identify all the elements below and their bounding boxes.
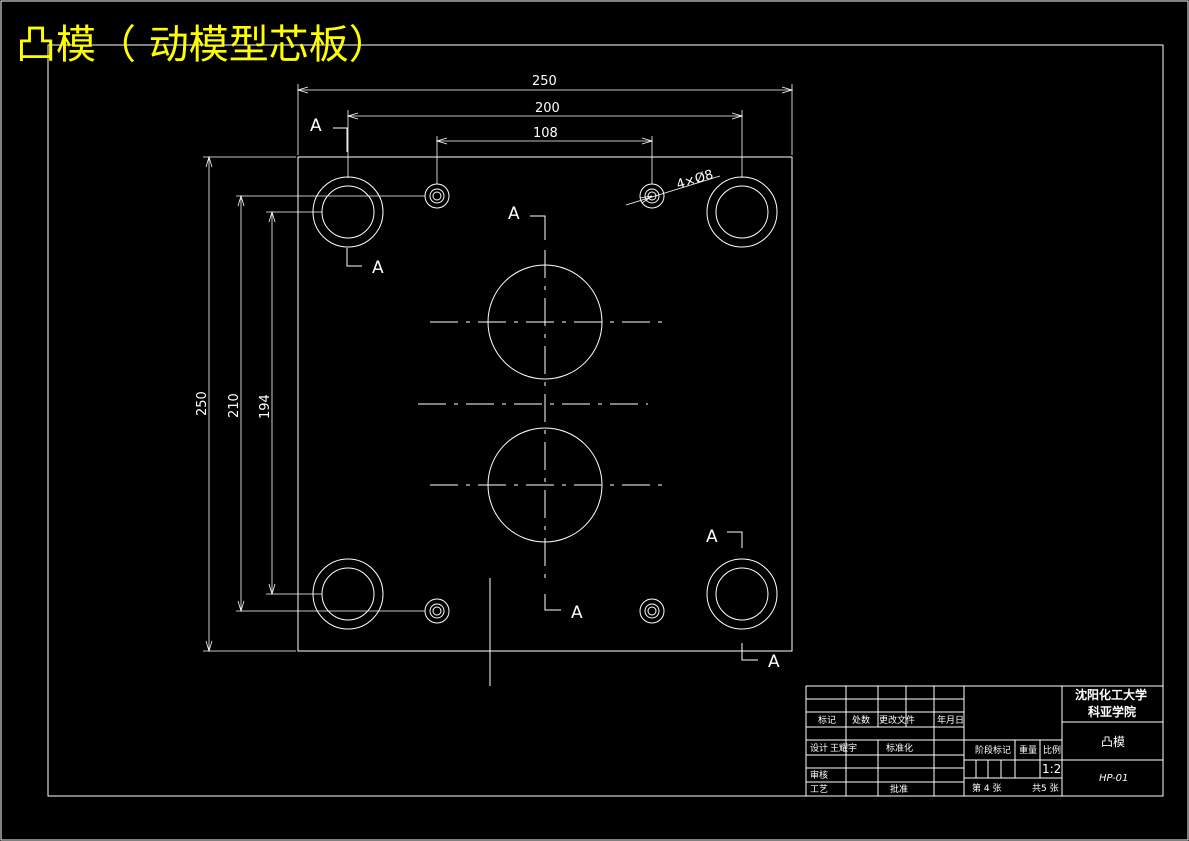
dim-overall-height-text: 250 bbox=[195, 391, 210, 416]
tb-drawing-number: HP-01 bbox=[1099, 773, 1128, 784]
center-lines bbox=[418, 250, 662, 686]
dim-pin-spacing-y-text: 194 bbox=[258, 394, 273, 419]
tb-designer-label: 设计 bbox=[810, 742, 828, 754]
section-marker-1: A bbox=[310, 116, 348, 152]
section-marker-6: A bbox=[741, 643, 780, 672]
section-marker-2: A bbox=[346, 248, 384, 278]
tb-count-label: 处数 bbox=[852, 714, 870, 726]
dimension-bolt-spacing-x: 200 bbox=[346, 101, 744, 178]
dim-bolt-spacing-x-text: 200 bbox=[535, 101, 560, 116]
tb-approve-label: 批准 bbox=[890, 783, 908, 795]
tb-mark-label: 标记 bbox=[818, 714, 836, 726]
inner-frame bbox=[47, 44, 1164, 797]
pin-hole-bottom-left bbox=[424, 598, 450, 624]
section-marker-3: A bbox=[508, 204, 546, 240]
section-label: A bbox=[372, 258, 384, 278]
plate-outline bbox=[297, 156, 793, 652]
bushing-hole-top-left bbox=[312, 176, 384, 248]
tb-sheet-no: 第 4 张 bbox=[972, 782, 1001, 794]
tb-scale-value: 1:2 bbox=[1042, 762, 1061, 776]
tb-change-doc-label: 更改文件 bbox=[879, 714, 915, 726]
pin-hole-bottom-right bbox=[639, 598, 665, 624]
dim-bolt-spacing-y-text: 210 bbox=[227, 393, 242, 418]
drawing-title: 凸模（ 动模型芯板） bbox=[16, 22, 389, 68]
dimension-overall-height: 250 bbox=[195, 155, 296, 653]
tb-stage-mark-label: 阶段标记 bbox=[975, 744, 1011, 756]
tb-date-label: 年月日 bbox=[937, 714, 964, 726]
tb-part-name: 凸模 bbox=[1101, 735, 1125, 749]
tb-scale-label: 比例 bbox=[1043, 744, 1061, 756]
section-marker-5: A bbox=[706, 527, 743, 548]
hole-callout-text: 4×Ø8 bbox=[675, 167, 715, 192]
dim-overall-width-text: 250 bbox=[532, 74, 557, 89]
section-label: A bbox=[571, 603, 583, 623]
bushing-hole-bottom-left bbox=[312, 558, 384, 630]
tb-sheet-total: 共5 张 bbox=[1032, 783, 1059, 794]
dim-pin-spacing-x-text: 108 bbox=[533, 126, 558, 141]
dimension-overall-width: 250 bbox=[296, 74, 794, 155]
bushing-hole-top-right bbox=[706, 176, 778, 248]
dimension-pin-spacing-y: 194 bbox=[258, 210, 322, 596]
bushing-hole-bottom-right bbox=[706, 558, 778, 630]
tb-designer-name: 王耀宇 bbox=[830, 742, 857, 754]
tb-review-label: 审核 bbox=[810, 769, 828, 781]
section-label: A bbox=[706, 527, 718, 547]
tb-weight-label: 重量 bbox=[1019, 744, 1037, 756]
title-block: 标记 处数 更改文件 年月日 设计 王耀宇 标准化 审核 工艺 批准 阶段标记 … bbox=[805, 685, 1164, 797]
section-label: A bbox=[508, 204, 520, 224]
dimension-pin-spacing-x: 108 bbox=[435, 126, 654, 184]
section-label: A bbox=[768, 652, 780, 672]
section-marker-4: A bbox=[544, 594, 583, 623]
tb-process-label: 工艺 bbox=[810, 784, 828, 795]
tb-standardize-label: 标准化 bbox=[886, 742, 913, 754]
dimension-bolt-spacing-y: 210 bbox=[227, 194, 425, 613]
pin-hole-top-left bbox=[424, 183, 450, 209]
tb-institution-line2: 科亚学院 bbox=[1088, 704, 1136, 719]
tb-institution-line1: 沈阳化工大学 bbox=[1075, 687, 1147, 702]
section-label: A bbox=[310, 116, 322, 136]
